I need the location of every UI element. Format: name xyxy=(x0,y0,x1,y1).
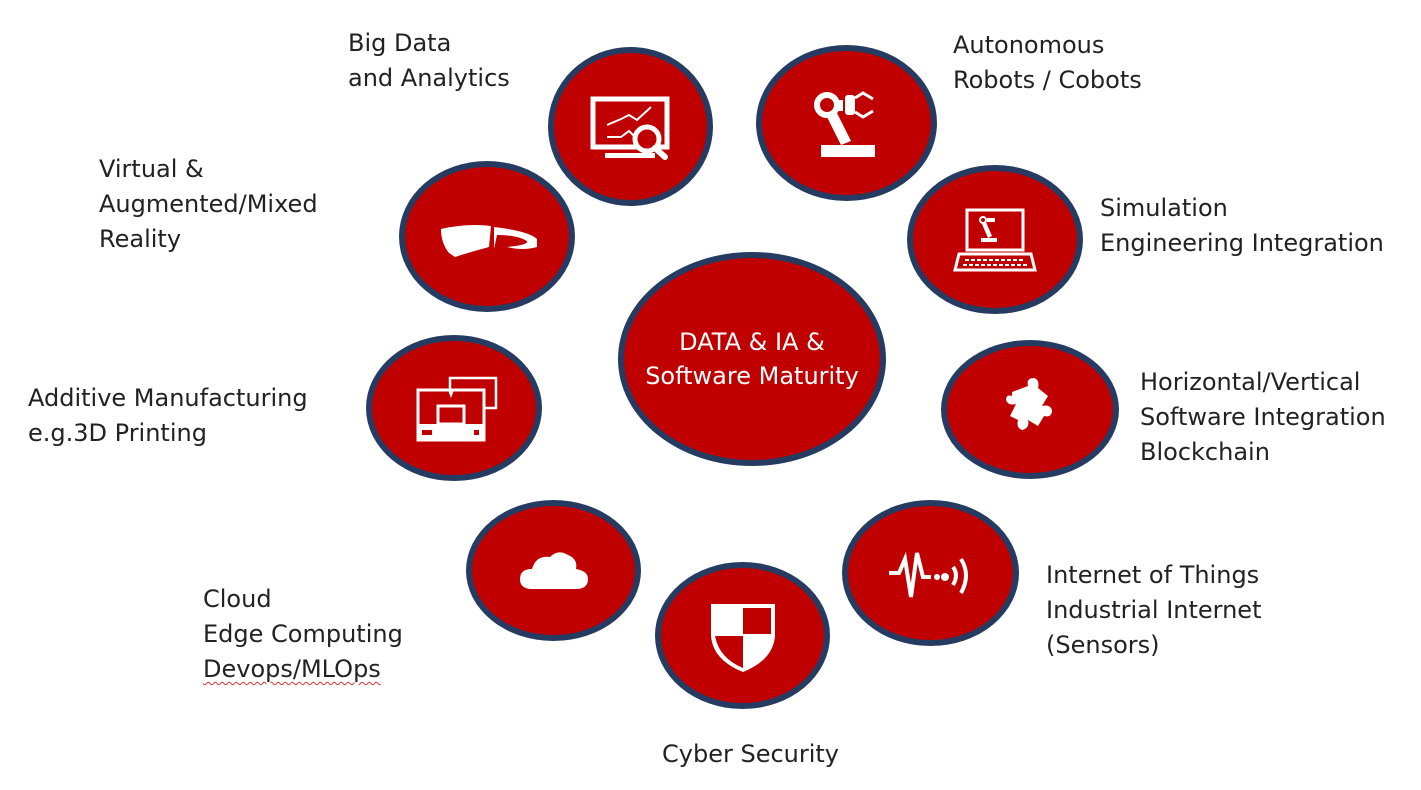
label-cloud: Cloud Edge Computing Devops/MLOps xyxy=(203,582,403,687)
label-robots: Autonomous Robots / Cobots xyxy=(953,28,1142,98)
label-line: Robots / Cobots xyxy=(953,66,1142,94)
label-big-data: Big Data and Analytics xyxy=(348,26,510,96)
label-line: Devops/MLOps xyxy=(203,655,381,683)
label-additive: Additive Manufacturing e.g.3D Printing xyxy=(28,381,308,451)
node-robots xyxy=(756,45,937,201)
headset-icon xyxy=(441,224,537,257)
label-line: Horizontal/Vertical xyxy=(1140,368,1361,396)
center-node: DATA & IA & Software Maturity xyxy=(618,252,886,466)
label-line: e.g.3D Printing xyxy=(28,419,207,447)
label-cyber: Cyber Security xyxy=(662,737,839,772)
node-cyber xyxy=(655,562,830,709)
shield-icon xyxy=(710,603,775,672)
label-line: Big Data xyxy=(348,29,452,57)
label-line: Augmented/Mixed xyxy=(99,190,318,218)
laptop-robot-icon xyxy=(953,208,1037,271)
label-line: Software Integration xyxy=(1140,403,1386,431)
label-line: Industrial Internet xyxy=(1046,596,1262,624)
puzzle-piece-icon xyxy=(1006,377,1052,430)
node-big-data xyxy=(548,47,713,206)
node-integration xyxy=(941,340,1119,479)
label-line: Autonomous xyxy=(953,31,1105,59)
label-iot: Internet of Things Industrial Internet (… xyxy=(1046,558,1261,663)
label-line: (Sensors) xyxy=(1046,631,1160,659)
label-line: Reality xyxy=(99,225,182,253)
label-line: Cyber Security xyxy=(662,740,840,768)
label-line: Internet of Things xyxy=(1046,561,1260,589)
label-line: Engineering Integration xyxy=(1100,229,1384,257)
label-line: Simulation xyxy=(1100,194,1228,222)
center-line-1: DATA & IA & xyxy=(679,328,825,356)
label-vr: Virtual & Augmented/Mixed Reality xyxy=(99,152,318,257)
label-line: Blockchain xyxy=(1140,438,1270,466)
sensor-signal-icon xyxy=(888,551,968,598)
label-line: and Analytics xyxy=(348,64,510,92)
label-line: Additive Manufacturing xyxy=(28,384,308,412)
center-line-2: Software Maturity xyxy=(645,362,859,390)
node-cloud xyxy=(466,500,641,641)
label-line: Virtual & xyxy=(99,155,204,183)
robot-arm-icon xyxy=(813,91,875,157)
cloud-icon xyxy=(519,551,588,589)
label-line: Edge Computing xyxy=(203,620,403,648)
node-simulation xyxy=(907,165,1083,314)
monitor-chart-magnifier-icon xyxy=(590,96,669,160)
label-simulation: Simulation Engineering Integration xyxy=(1100,191,1384,261)
center-title: DATA & IA & Software Maturity xyxy=(645,325,859,393)
label-integration: Horizontal/Vertical Software Integration… xyxy=(1140,365,1386,470)
node-additive xyxy=(366,335,542,481)
node-vr xyxy=(399,161,575,312)
3d-printer-icon xyxy=(416,376,498,442)
node-iot xyxy=(842,500,1019,646)
label-line: Cloud xyxy=(203,585,272,613)
